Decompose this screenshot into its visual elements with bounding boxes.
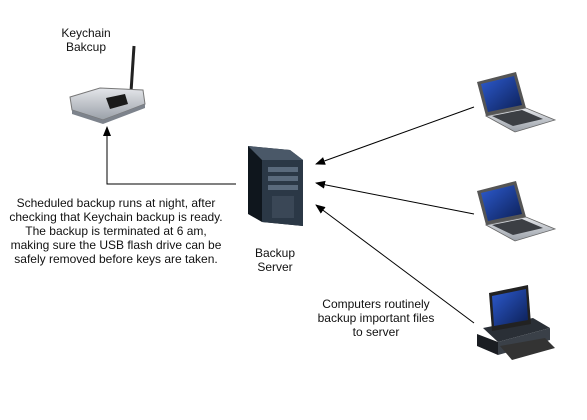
schedule-note: Scheduled backup runs at night, after ch… (9, 196, 223, 266)
tower-server-icon (248, 146, 303, 226)
laptop-icon (477, 181, 557, 242)
keychain-backup-label: Keychain Bakcup (61, 26, 111, 54)
laptop-1-to-server-arrow (315, 106, 475, 165)
wireless-router-icon (69, 45, 146, 124)
laptop-2-to-server-arrow (315, 180, 475, 215)
laptop-icon (477, 72, 557, 133)
computers-note: Computers routinely backup important fil… (317, 297, 435, 339)
backup-server-label: Backup Server (254, 246, 296, 274)
desktop-to-server-arrow (315, 204, 475, 324)
desktop-computer-icon (477, 285, 555, 360)
server-to-keychain-arrow (103, 126, 236, 185)
